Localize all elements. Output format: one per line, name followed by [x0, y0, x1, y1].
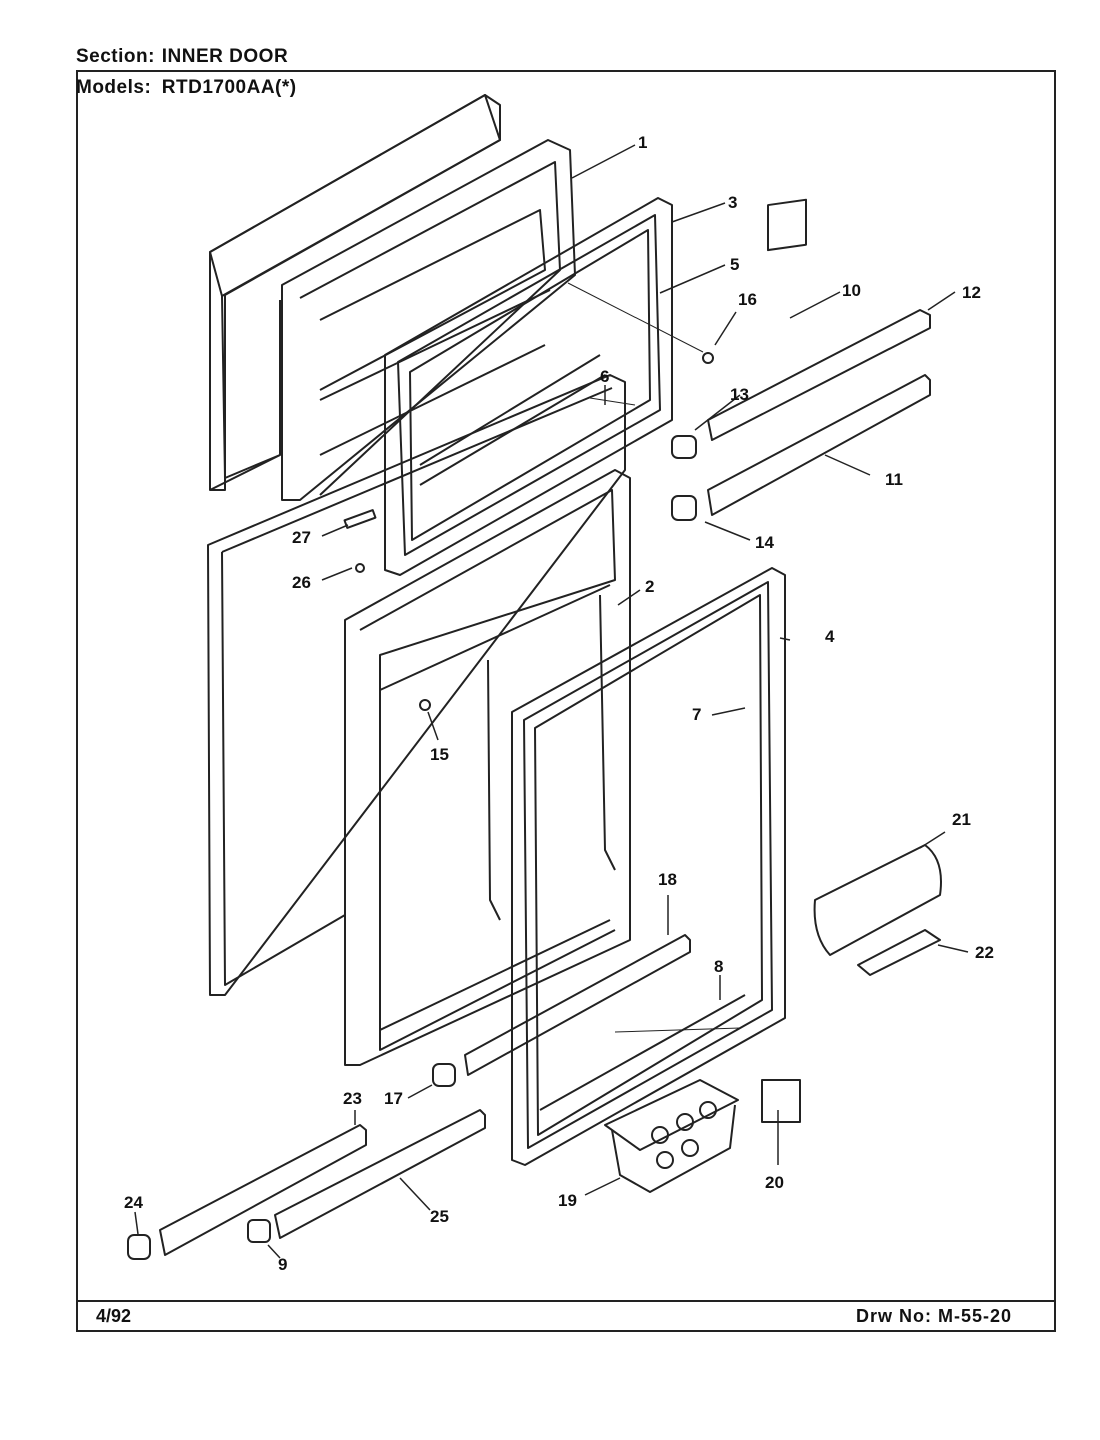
small-hardware [343, 282, 741, 1033]
callout-23: 23 [343, 1089, 362, 1108]
shelf-end-caps [127, 198, 807, 1260]
egg-tray [604, 1079, 739, 1193]
callout-25: 25 [430, 1207, 449, 1226]
callout-24: 24 [124, 1193, 143, 1212]
callout-20: 20 [765, 1173, 784, 1192]
callout-1: 1 [638, 133, 647, 152]
callout-4: 4 [825, 627, 835, 646]
callout-15: 15 [430, 745, 449, 764]
lower-outer-door-panel [207, 374, 626, 996]
section-header: Section: INNER DOOR [76, 46, 288, 68]
callout-12: 12 [962, 283, 981, 302]
callout-9: 9 [278, 1255, 287, 1274]
callout-2: 2 [645, 577, 654, 596]
callout-11: 11 [885, 470, 903, 489]
upper-door-liner [281, 139, 576, 501]
callout-3: 3 [728, 193, 737, 212]
models-header: Models: RTD1700AA(*) [76, 77, 297, 99]
door-shelf-bars [159, 309, 931, 1256]
callout-13: 13 [730, 385, 749, 404]
lower-gasket-frame [511, 567, 786, 1166]
footer-drawing-number: Drw No: M-55-20 [856, 1306, 1013, 1326]
lower-door-liner [344, 469, 631, 1066]
upper-gasket-frame [384, 197, 673, 576]
section-value: INNER DOOR [161, 46, 289, 67]
callout-17: 17 [384, 1089, 403, 1108]
callout-8: 8 [714, 957, 723, 976]
callout-14: 14 [755, 533, 774, 552]
butter-compartment [813, 844, 942, 976]
callout-5: 5 [730, 255, 739, 274]
callout-19: 19 [558, 1191, 577, 1210]
diagram-frame [76, 70, 1056, 1332]
callout-16: 16 [738, 290, 757, 309]
models-value: RTD1700AA(*) [161, 77, 297, 98]
callout-10: 10 [842, 281, 861, 300]
footer-divider [76, 1300, 1056, 1302]
callout-22: 22 [975, 943, 994, 962]
section-label: Section: [76, 46, 155, 67]
callout-6: 6 [600, 367, 609, 386]
models-label: Models: [76, 77, 152, 98]
upper-outer-door-panel [209, 94, 501, 491]
footer-date: 4/92 [96, 1306, 132, 1326]
callout-7: 7 [692, 705, 701, 724]
callout-labels: 1 2 3 4 5 6 7 8 9 10 11 12 13 14 15 16 1… [124, 133, 994, 1274]
callout-18: 18 [658, 870, 677, 889]
callout-27: 27 [292, 528, 311, 547]
callout-leaders [134, 144, 969, 1259]
callout-21: 21 [952, 810, 971, 829]
callout-26: 26 [292, 573, 311, 592]
